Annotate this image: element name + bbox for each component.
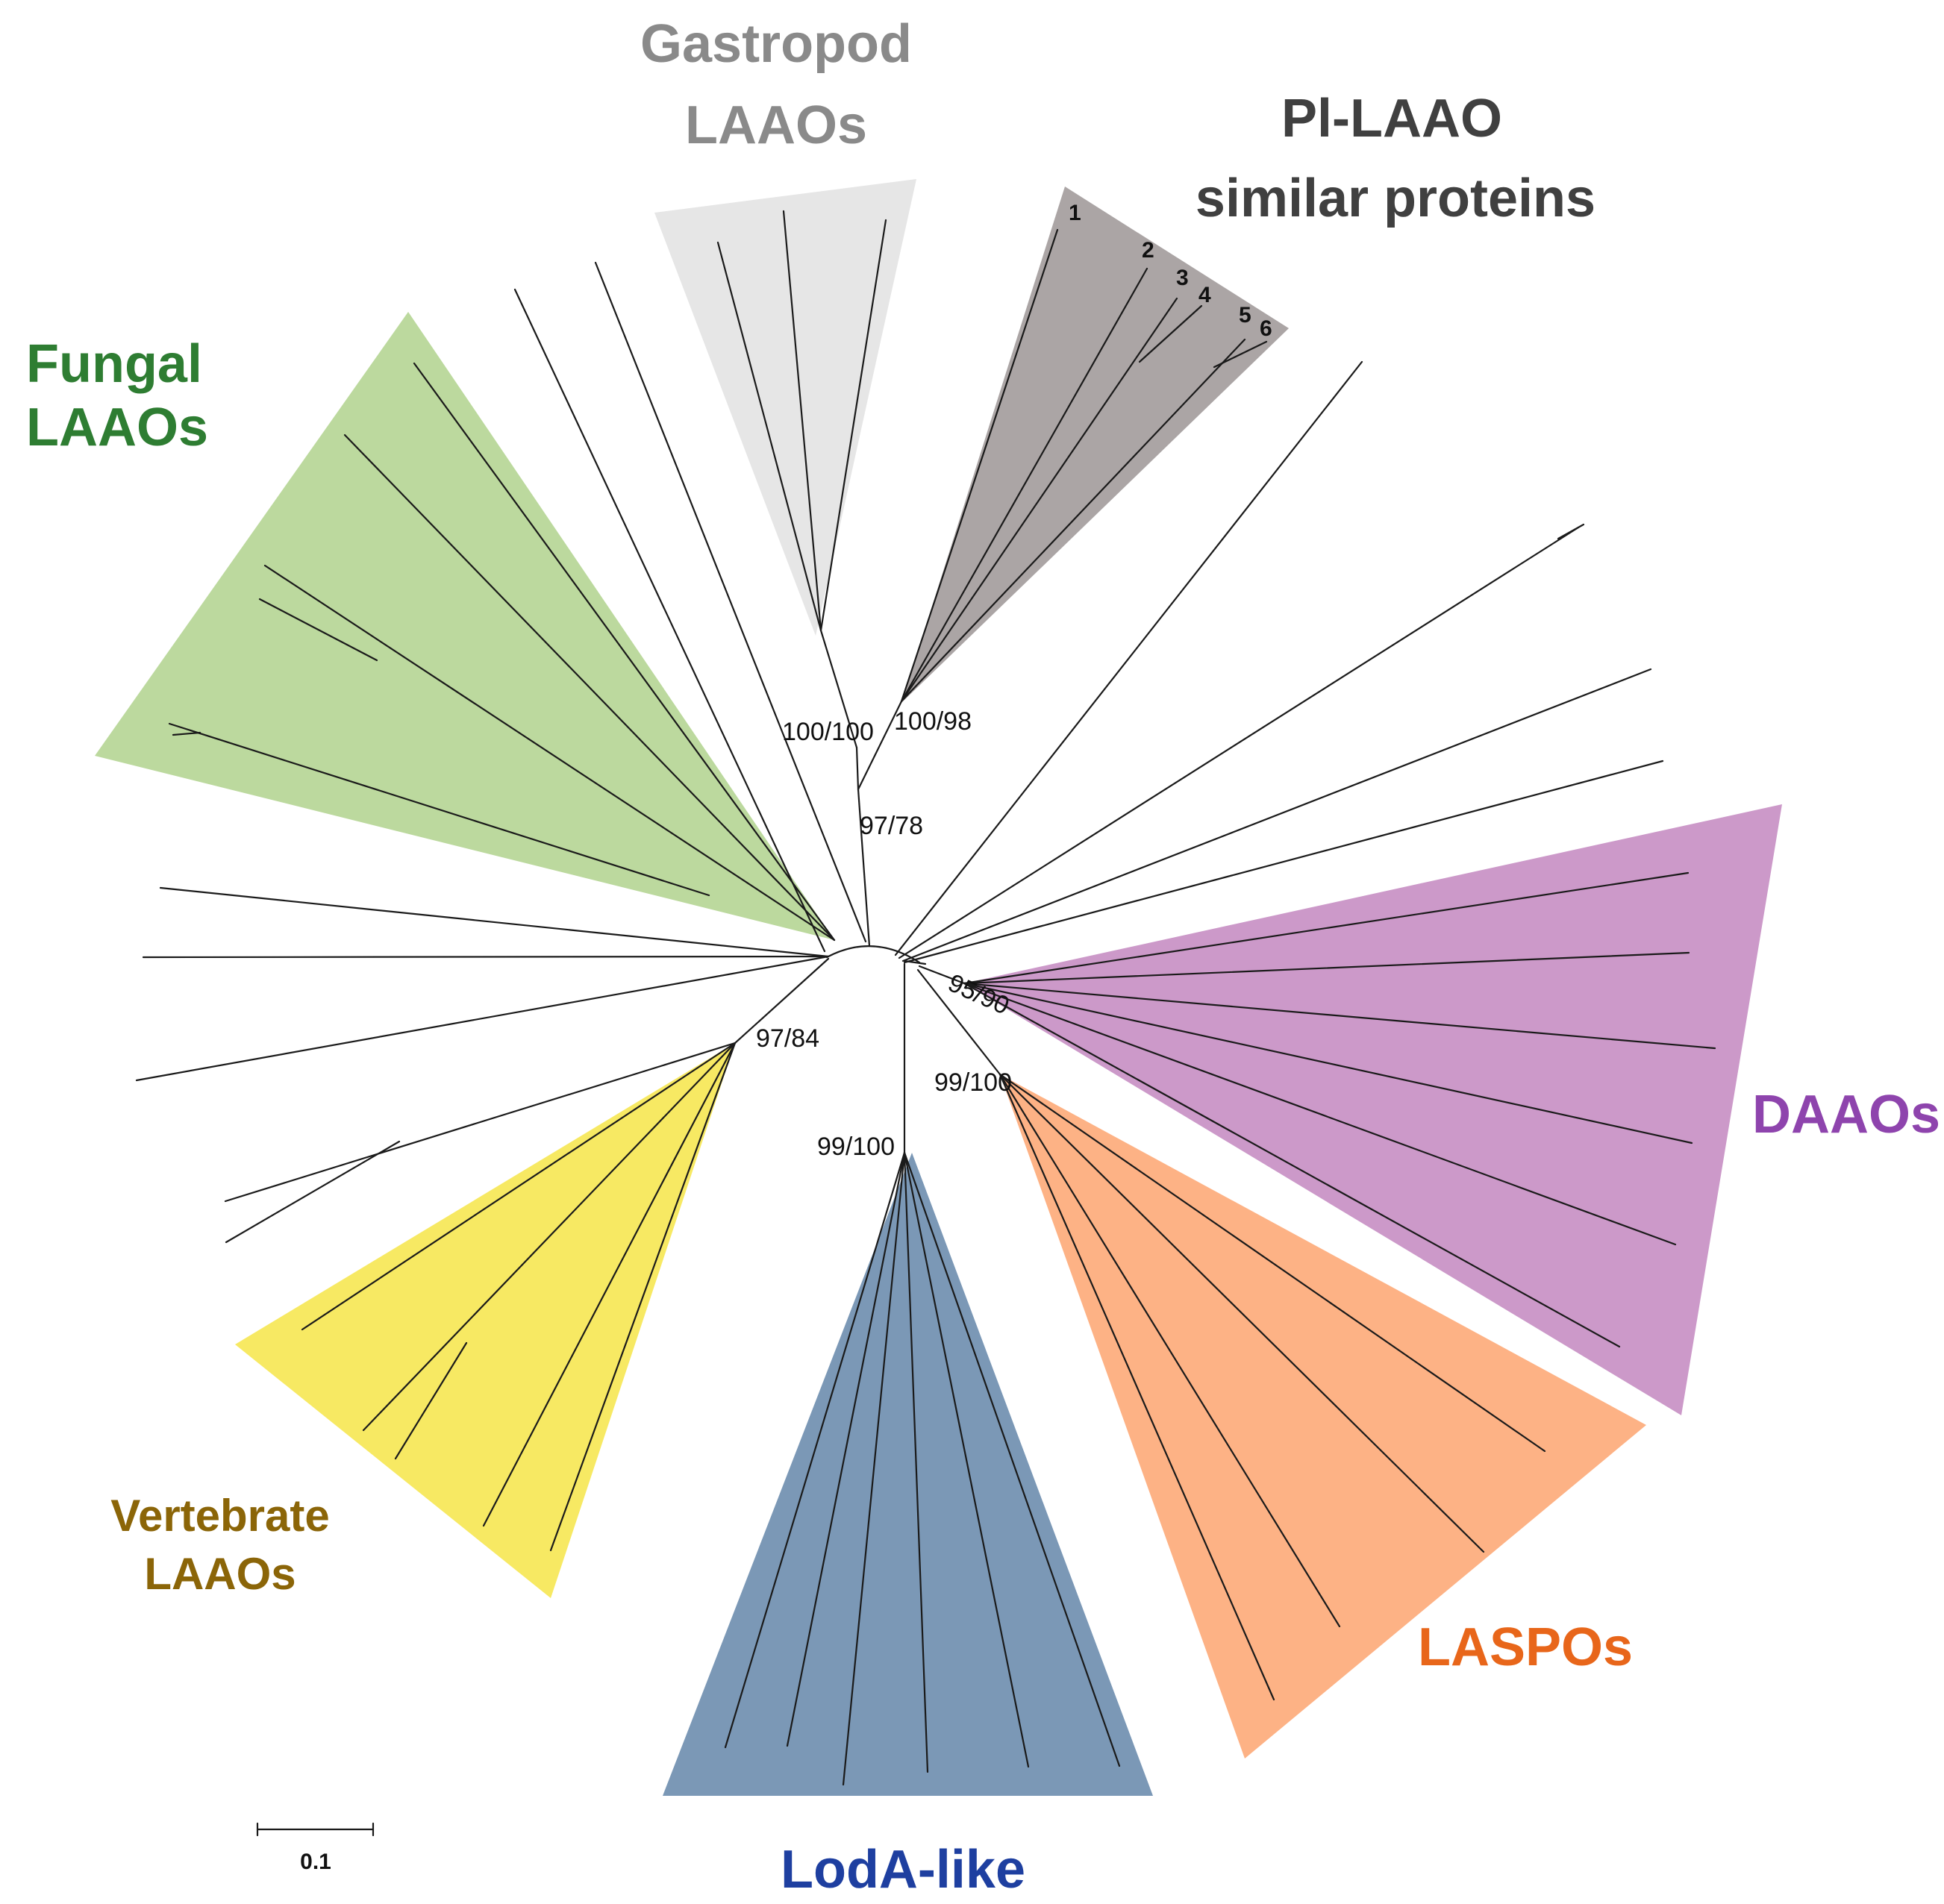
support-value-upper-stem: 97/78 [860,812,923,840]
tree-branches [135,210,1716,1786]
support-values: 100/100 100/98 97/78 95/90 99/100 97/84 … [756,707,1013,1161]
leaf-gastropod-3 [819,219,887,632]
label-daao: DAAOs [1752,1085,1940,1144]
leaf-vert-4 [482,1042,737,1527]
label-pl-laao-line1: Pl-LAAO [1281,89,1502,148]
leaf-number-6: 6 [1260,316,1272,341]
branch-daao-stem [918,965,966,985]
support-value-laspo: 99/100 [934,1068,1012,1097]
leaf-upper-right-1 [894,360,1363,956]
leaf-loda-6 [903,1151,1121,1767]
leaf-vert-3 [394,1341,468,1460]
leaf-loda-1 [724,1151,906,1749]
label-fungal-line2: LAAOs [26,398,208,457]
leaf-vert-2 [362,1042,737,1432]
label-pl-laao-line2: similar proteins [1196,169,1595,228]
vertebrate-clade-triangle [235,1043,735,1598]
branch-vertebrate-stem [734,957,830,1045]
leaf-left-5 [225,1140,401,1244]
branch-pl-stem [857,700,903,791]
leaf-upper-right-3 [1557,523,1585,540]
leaf-pl-5 [900,338,1246,703]
leaf-number-2: 2 [1142,238,1154,263]
leaf-loda-2 [786,1151,906,1747]
scale-bar-label: 0.1 [300,1850,331,1874]
leaf-pl-4 [1138,304,1203,363]
leaf-upper-right-4 [901,668,1652,962]
loda-clade-triangle [663,1153,1153,1796]
leaf-upper-right-2 [898,526,1580,959]
clade-backgrounds [95,179,1782,1796]
label-fungal-line1: Fungal [26,334,202,394]
leaf-daao-2 [963,951,1690,985]
label-vertebrate-line1: Vertebrate [110,1491,330,1541]
leaf-daao-4 [963,982,1693,1144]
leaf-vert-5 [549,1042,737,1552]
leaf-loda-5 [903,1151,1030,1768]
label-loda: LodA-like [781,1840,1025,1900]
leaf-fungal-3 [263,564,836,942]
leaf-number-5: 5 [1239,303,1251,328]
leaf-left-3 [135,955,830,1082]
leaf-fungal-4 [258,598,378,662]
leaf-daao-1 [963,871,1690,985]
leaf-daao-5 [963,982,1677,1246]
fungal-clade-triangle [95,312,834,940]
leaf-daao-3 [963,982,1716,1050]
leaf-upper-left [513,288,826,953]
leaf-left-1 [159,886,830,958]
label-laspo: LASPOs [1418,1618,1633,1677]
leaf-pl-2 [900,267,1148,703]
leaf-left-4 [224,1042,737,1203]
support-value-pl-laao: 100/98 [894,707,972,736]
leaf-laspo-4 [998,1073,1275,1701]
branch-gastropod-stem [819,629,858,749]
leaf-fungal-2 [343,433,836,942]
leaf-number-4: 4 [1198,283,1211,307]
support-value-vertebrate: 97/84 [756,1024,819,1053]
leaf-gastropod-1 [716,241,822,632]
central-arc-branch [825,945,921,964]
laspo-clade-triangle [1000,1074,1646,1759]
leaf-laspo-1 [998,1073,1546,1453]
pl-laao-leaf-numbers: 1 2 3 4 5 6 [1069,201,1272,341]
leaf-pl-3 [900,297,1178,703]
leaf-loda-3 [842,1151,906,1786]
support-value-gastropod: 100/100 [782,718,874,746]
leaf-number-1: 1 [1069,201,1081,225]
label-gastropod-line2: LAAOs [685,95,867,155]
leaf-laspo-2 [998,1073,1485,1553]
clade-labels: Gastropod LAAOs Pl-LAAO similar proteins… [26,14,1940,1900]
branch-stem-upper [857,788,871,948]
leaf-fungal-6 [172,731,201,736]
leaf-pl-1 [900,228,1059,703]
leaf-number-3: 3 [1176,266,1189,290]
leaf-upper-right-5 [903,760,1664,964]
leaf-fungal-5 [168,722,710,897]
scale-bar: 0.1 [256,1822,375,1874]
label-vertebrate-line2: LAAOs [144,1549,296,1599]
leaf-loda-4 [903,1151,929,1773]
leaf-vert-1 [301,1042,737,1331]
pl-laao-clade-triangle [901,187,1289,703]
leaf-gastropod-outer [594,261,867,943]
leaf-fungal-1 [413,362,836,942]
branch-laspo-stem [916,968,1001,1076]
gastropod-clade-triangle [654,179,916,636]
label-gastropod-line1: Gastropod [640,14,912,74]
leaf-gastropod-2 [782,210,822,632]
leaf-daao-6 [963,982,1621,1348]
leaf-pl-6 [1213,340,1268,369]
leaf-laspo-3 [998,1073,1341,1628]
leaf-left-2 [142,955,830,959]
support-value-loda: 99/100 [817,1133,895,1161]
branch-upper-internal [855,746,860,791]
